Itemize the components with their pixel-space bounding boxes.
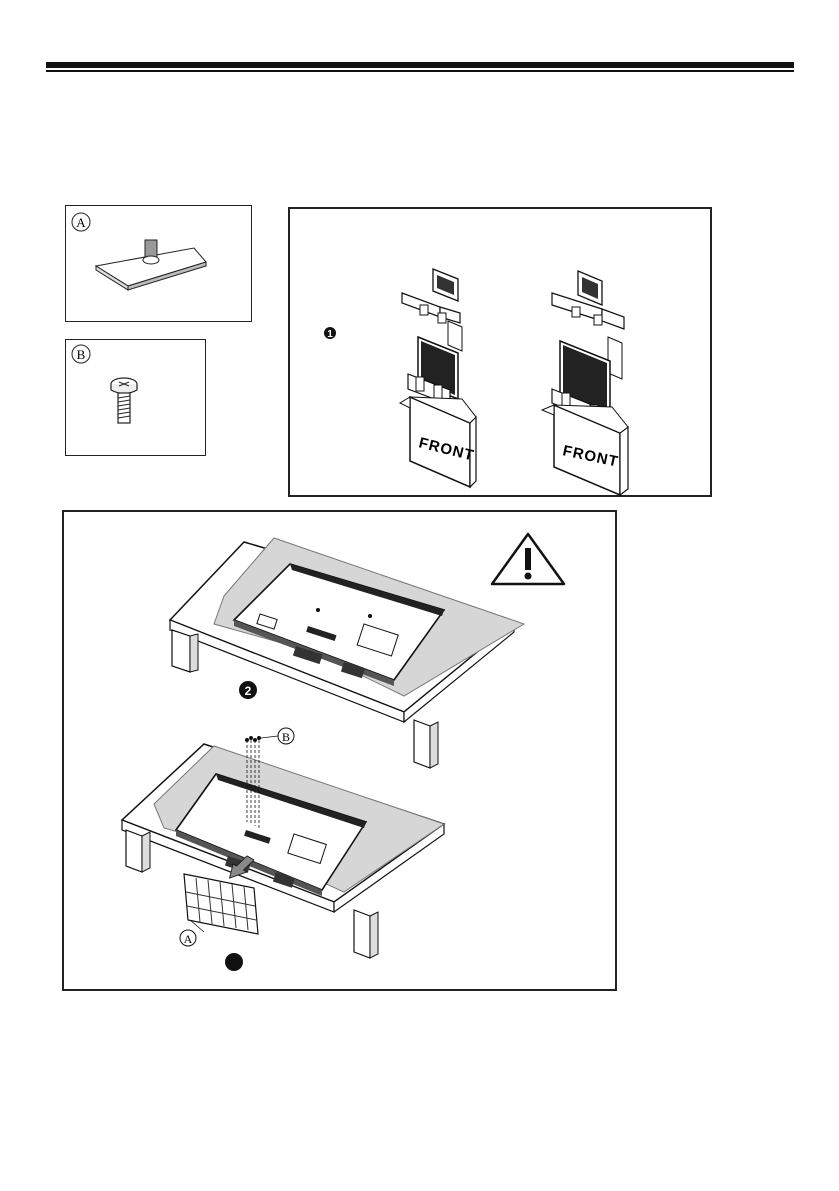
part-a-label: A <box>76 215 86 230</box>
installation-illustration: 2 <box>64 512 619 993</box>
right-package-stack: FRONT <box>542 271 628 495</box>
stand-illustration: A <box>66 206 253 323</box>
installation-panel: 2 <box>62 510 617 991</box>
part-b-label: B <box>77 347 86 362</box>
stand-callout-a: A <box>184 932 193 946</box>
part-b-panel: B <box>65 339 206 456</box>
header-rule-thin <box>46 70 794 72</box>
screw-callout-b: B <box>282 730 290 744</box>
step-2-scene: 2 <box>170 538 524 768</box>
header-rule-thick <box>46 62 794 68</box>
step-1-number: 1 <box>327 329 333 340</box>
unpacking-panel: 1 FRONT <box>288 207 712 497</box>
unpacking-illustration: 1 FRONT <box>290 209 714 499</box>
step-2-number: 2 <box>245 684 252 698</box>
screw-illustration: B <box>66 340 207 457</box>
step-3-scene: B A <box>122 728 444 971</box>
part-a-panel: A <box>65 205 252 322</box>
warning-triangle-icon <box>492 534 564 584</box>
step-3-badge <box>225 953 243 971</box>
left-package-stack: FRONT <box>400 269 476 487</box>
